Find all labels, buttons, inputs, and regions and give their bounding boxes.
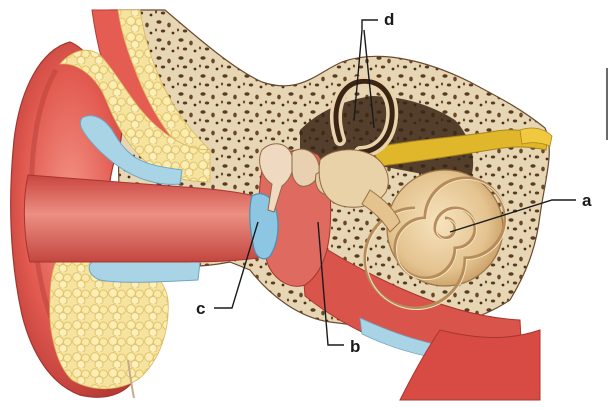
leader-line-d-top bbox=[362, 20, 378, 30]
label-b: b bbox=[350, 338, 360, 355]
label-c: c bbox=[196, 300, 205, 317]
label-a: a bbox=[582, 192, 591, 209]
label-d: d bbox=[384, 11, 394, 28]
